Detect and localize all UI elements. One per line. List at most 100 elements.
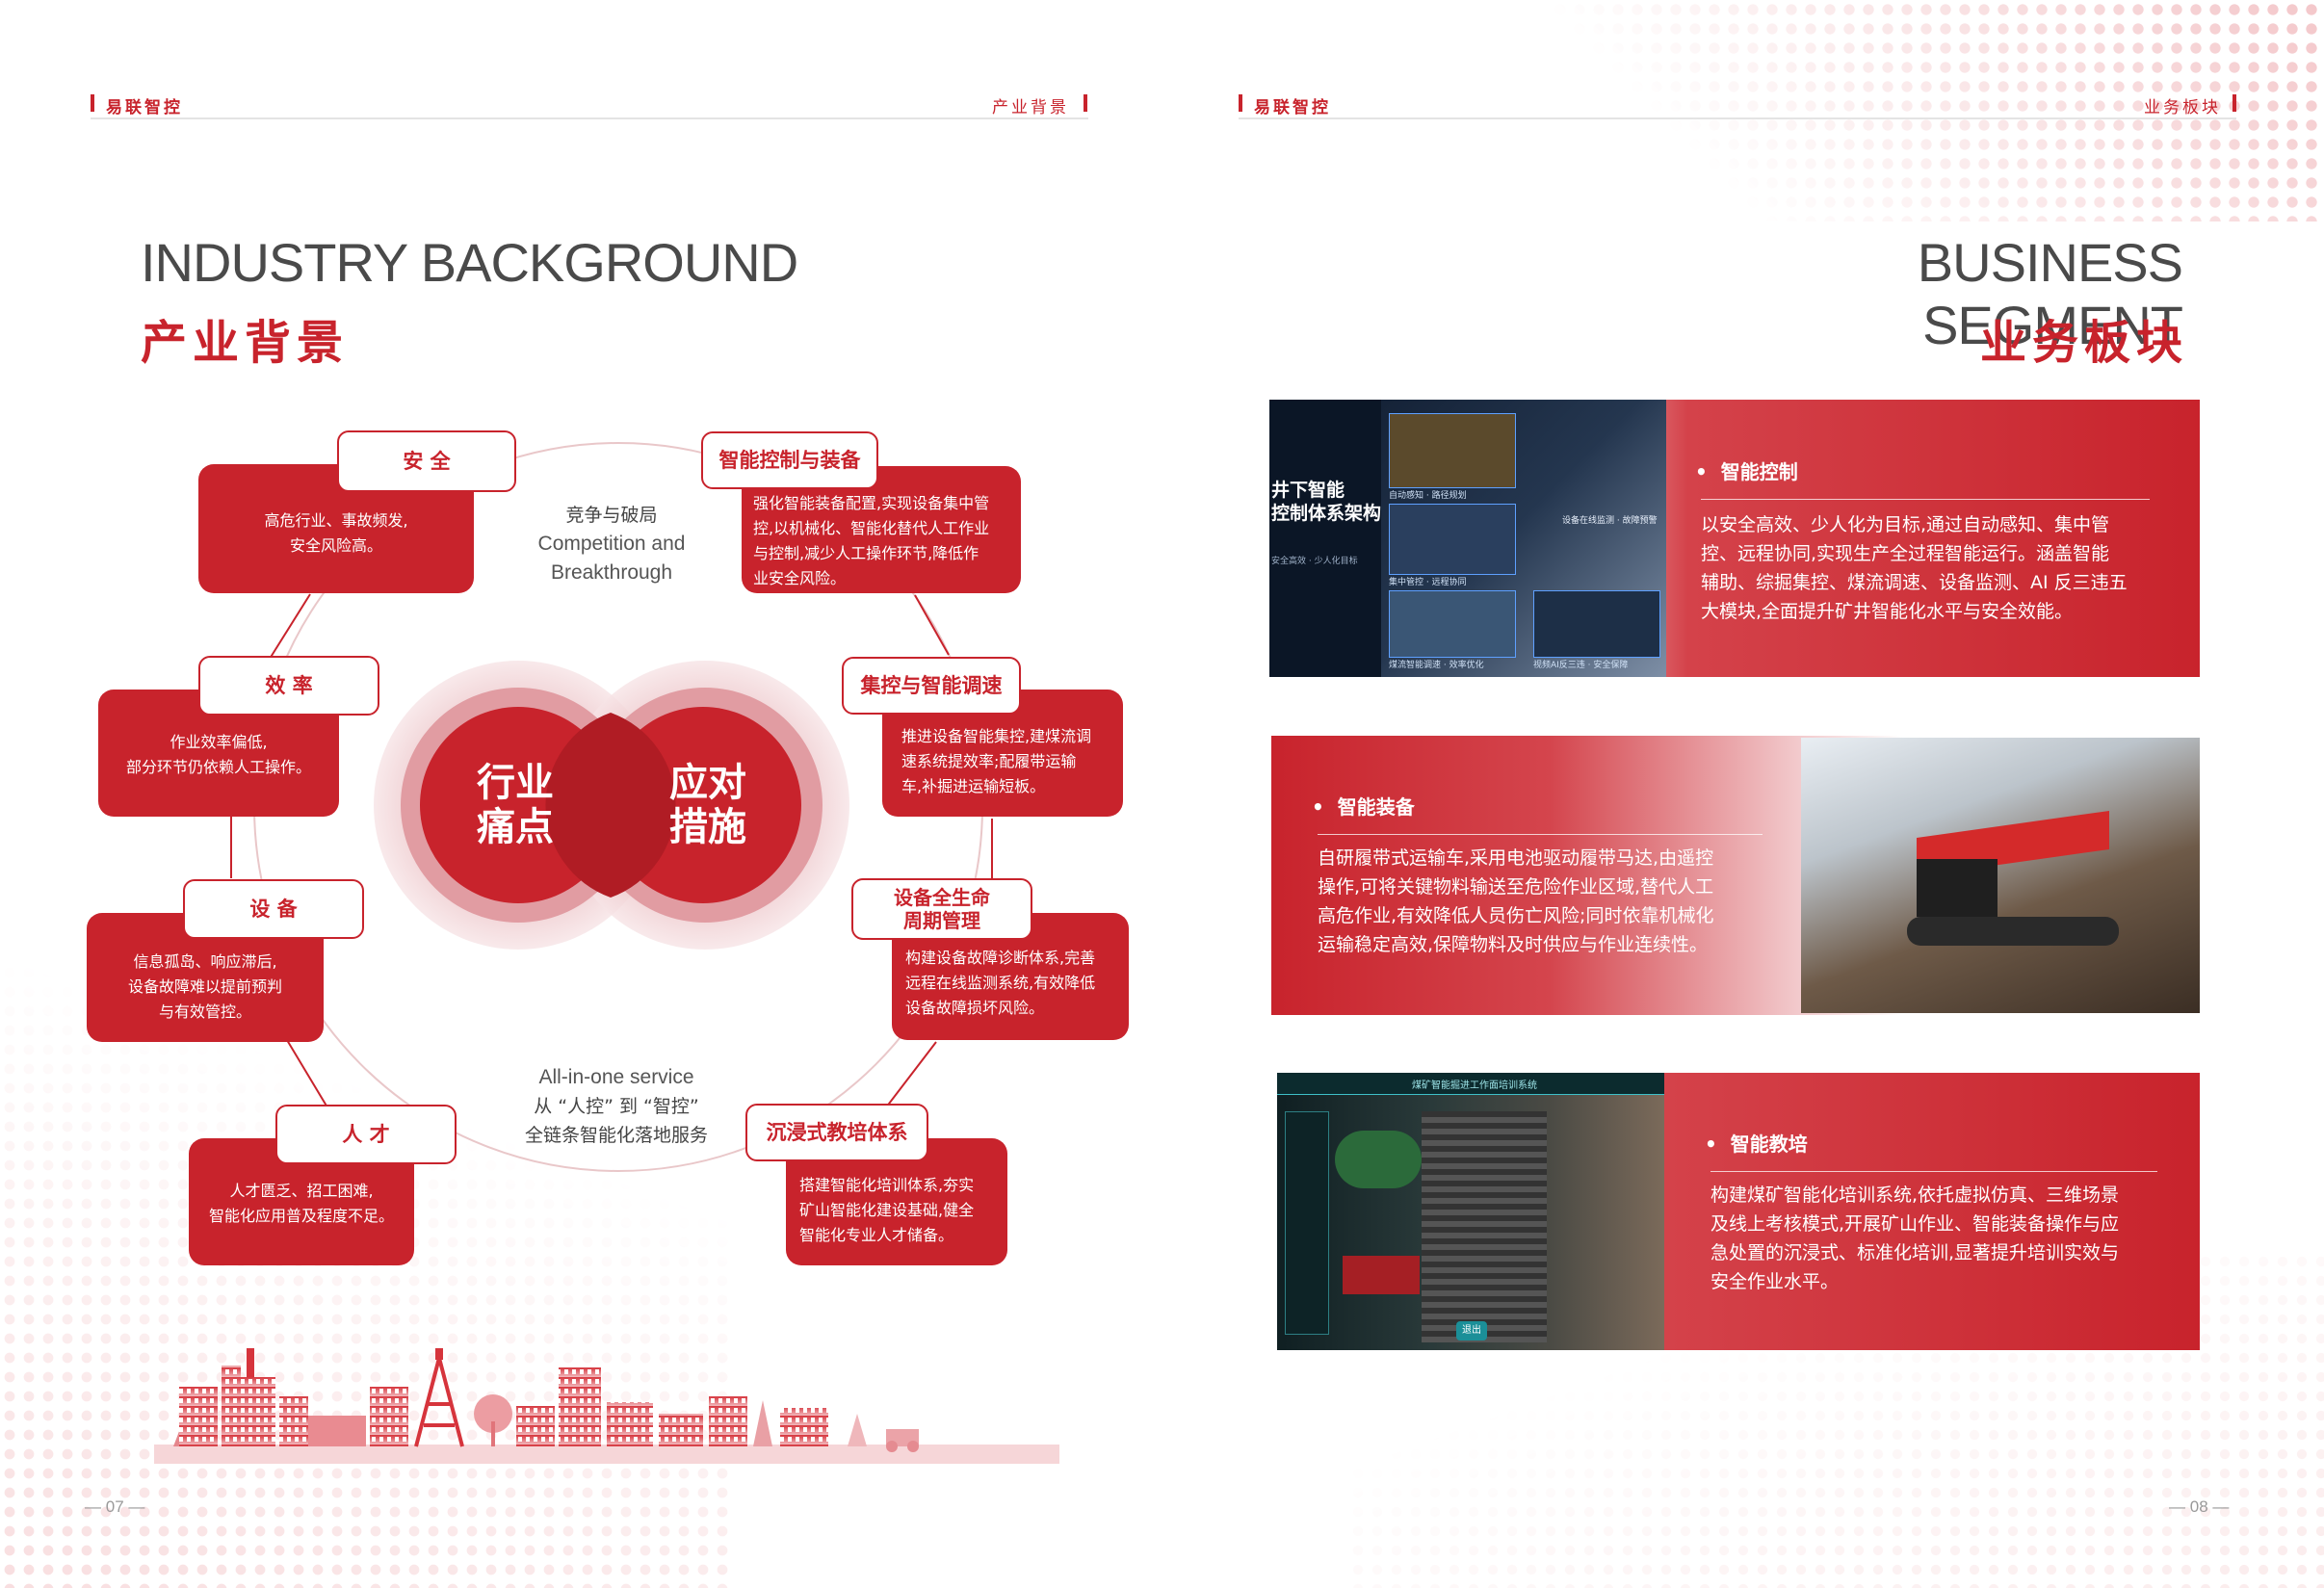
image-thumb-truck [1389,413,1516,488]
body-line: 操作,可将关键物料输送至危险作业区域,替代人工 [1318,876,1714,898]
header-divider [91,117,1088,119]
service-cn-2: 全链条智能化落地服务 [524,1125,708,1146]
image-label: 自动感知 · 路径规划 [1389,491,1467,501]
tag-line: 设备全生命 [894,886,990,909]
page-title-en: INDUSTRY BACKGROUND [141,232,798,293]
body-line: 急处置的沉浸式、标准化培训,显著提升培训实效与 [1710,1242,2120,1263]
card-line: 人才匮乏、招工困难, [229,1182,374,1200]
control-architecture-image: 井下智能 控制体系架构 安全高效 · 少人化目标 自动感知 · 路径规划 集中管… [1269,400,1666,677]
measure-tag-training: 沉浸式教培体系 [745,1104,928,1161]
card-line: 作业效率偏低, [170,733,268,751]
card-line: 车,补掘进运输短板。 [901,777,1046,795]
sim-red-equipment [1343,1256,1420,1294]
body-line: 以安全高效、少人化为目标,通过自动感知、集中管 [1701,514,2110,535]
segment-title-text: 智能装备 [1337,795,1415,819]
card-line: 矿山智能化建设基础,健全 [799,1201,975,1219]
image-label: 煤流智能调速 · 效率优化 [1389,661,1484,670]
page-title-en: BUSINESS SEGMENT [1917,232,2183,355]
sim-title: 煤矿智能掘进工作面培训系统 [1412,1080,1537,1091]
card-line: 速系统提效率;配履带运输 [901,752,1077,770]
service-en: All-in-one service [538,1066,694,1088]
competition-en-1: Competition and [537,533,686,555]
competition-en-2: Breakthrough [550,561,673,584]
card-line: 与控制,减少人工操作环节,降低作 [753,544,979,562]
segment-title-text: 智能控制 [1720,460,1798,483]
measure-tag-lifecycle: 设备全生命 周期管理 [851,878,1032,940]
card-line: 控,以机械化、智能化替代人工作业 [753,519,990,537]
pain-tag-talent: 人 才 [275,1105,457,1164]
measure-tag-control: 智能控制与装备 [701,431,878,489]
center-left-line-1: 行业 [477,761,554,805]
segment-divider [1318,834,1763,835]
all-in-one-service: All-in-one service 从 “人控” 到 “智控” 全链条智能化落… [491,1063,742,1150]
sim-green-machine [1335,1131,1422,1188]
tag-line: 周期管理 [903,909,980,932]
card-line: 高危行业、事故频发, [264,511,408,530]
image-subtitle: 安全高效 · 少人化目标 [1271,557,1358,566]
segment-body-equipment: 自研履带式运输车,采用电池驱动履带马达,由遥控 操作,可将关键物料输送至危险作业… [1318,844,1818,959]
sim-exit-button[interactable]: 退出 [1456,1321,1487,1341]
pain-tag-safety: 安 全 [337,430,516,492]
competition-breakthrough: 竞争与破局 Competition and Breakthrough [501,501,722,587]
segment-body-training: 构建煤矿智能化培训系统,依托虚拟仿真、三维场景 及线上考核模式,开展矿山作业、智… [1710,1181,2192,1296]
segment-title-training: • 智能教培 [1705,1132,1808,1156]
center-left-line-2: 痛点 [477,805,554,849]
image-thumb-conveyor [1389,590,1516,658]
card-line: 搭建智能化培训体系,夯实 [799,1176,975,1194]
header-brand: 易联智控 [1254,98,1331,117]
card-line: 远程在线监测系统,有效降低 [905,974,1096,992]
image-title: 井下智能 控制体系架构 [1271,479,1381,525]
segment-title-equipment: • 智能装备 [1312,795,1415,819]
header-accent-bar [91,94,94,112]
sim-top-bar [1277,1073,1664,1095]
city-skyline-illustration [154,1348,1059,1464]
image-label: 设备在线监测 · 故障预警 [1562,516,1658,526]
page-number-value: 08 [2189,1497,2208,1516]
image-thumb-ai-video [1533,590,1660,658]
body-line: 自研履带式运输车,采用电池驱动履带马达,由遥控 [1318,847,1714,869]
header-accent-bar [1239,94,1242,112]
image-title-line: 井下智能 [1271,480,1345,501]
card-line: 与有效管控。 [158,1002,251,1021]
image-title-line: 控制体系架构 [1271,503,1382,524]
body-line: 构建煤矿智能化培训系统,依托虚拟仿真、三维场景 [1710,1184,2120,1206]
image-side-panel [1269,400,1381,677]
dot-pattern-top-right [1493,0,2324,221]
header-section: 产业背景 [992,98,1069,117]
card-line: 部分环节仍依赖人工操作。 [125,758,311,776]
segment-title-text: 智能教培 [1730,1132,1808,1156]
page-title-cn: 产业背景 [141,316,350,370]
sim-tunnel-wall [1422,1111,1547,1342]
header-section: 业务板块 [2144,98,2221,117]
competition-cn: 竞争与破局 [565,505,658,526]
diagram-connectors [230,442,993,1172]
sim-left-panel [1285,1111,1329,1335]
body-line: 及线上考核模式,开展矿山作业、智能装备操作与应 [1710,1213,2120,1235]
training-simulation-screenshot: 煤矿智能掘进工作面培训系统 退出 [1277,1073,1664,1350]
card-line: 设备故障损坏风险。 [905,999,1045,1017]
card-line: 构建设备故障诊断体系,完善 [905,949,1096,967]
card-line: 智能化专业人才储备。 [799,1226,954,1244]
image-label: 集中管控 · 远程协同 [1389,578,1467,587]
segment-title-control: • 智能控制 [1695,460,1798,483]
tracked-vehicle-photo [1801,738,2200,1013]
body-line: 辅助、综掘集控、煤流调速、设备监测、AI 反三违五 [1701,572,2128,593]
center-right-line-2: 措施 [669,805,746,849]
card-line: 信息孤岛、响应滞后, [133,952,277,971]
page-title-cn: 业务板块 [1979,316,2188,370]
body-line: 安全作业水平。 [1710,1271,1840,1292]
segment-divider [1701,499,2150,500]
image-thumb-control-room [1389,504,1516,575]
measure-tag-dispatch: 集控与智能调速 [842,657,1021,715]
image-label: 视频AI反三违 · 安全保障 [1533,661,1629,670]
card-line: 推进设备智能集控,建煤流调 [901,727,1092,745]
card-line: 智能化应用普及程度不足。 [208,1207,394,1225]
card-line: 强化智能装备配置,实现设备集中管 [753,494,990,512]
center-measures: 应对 措施 [645,761,770,849]
header-divider [1239,117,2236,119]
vehicle-track [1907,917,2119,946]
page-number-left: — 07 — [85,1497,145,1516]
service-cn-1: 从 “人控” 到 “智控” [534,1096,699,1117]
center-right-line-1: 应对 [669,761,746,805]
header-accent-bar [2233,94,2236,112]
